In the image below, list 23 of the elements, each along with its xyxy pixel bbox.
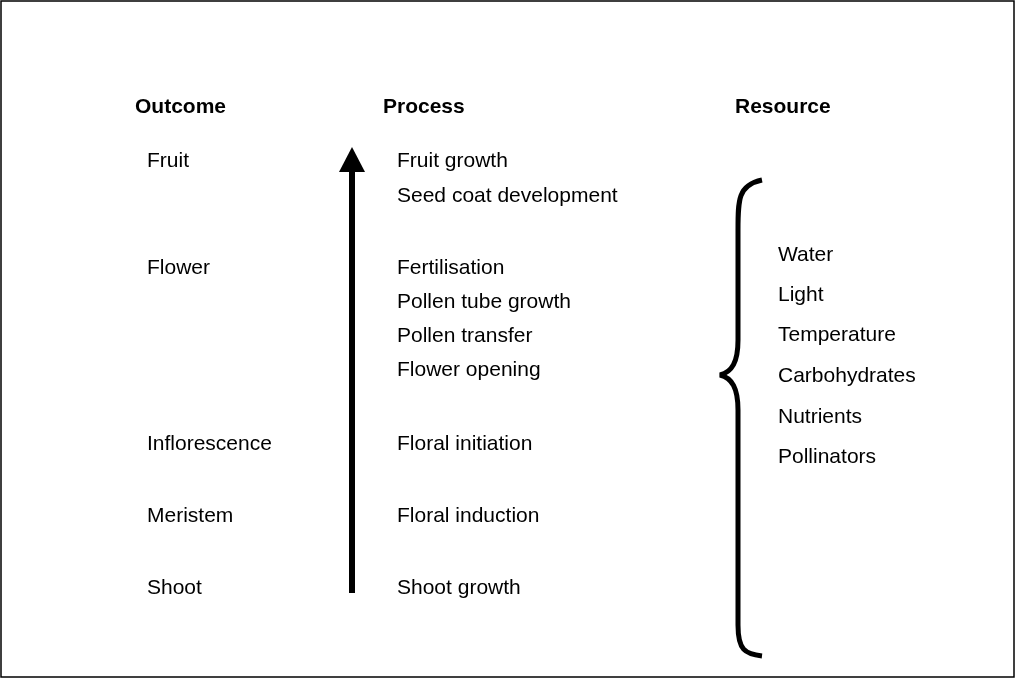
item-label: Light xyxy=(778,281,824,307)
item-label: Flower opening xyxy=(397,356,541,382)
item-label: Shoot xyxy=(147,574,202,600)
item-label: Nutrients xyxy=(778,403,863,429)
item-label: Water xyxy=(778,241,834,267)
item-label: Seed coat development xyxy=(397,182,618,208)
item-label: Fruit growth xyxy=(397,147,508,173)
item-label: Floral initiation xyxy=(397,430,533,456)
item-label: Meristem xyxy=(147,502,234,528)
column-heading: Outcome xyxy=(135,93,226,119)
item-label: Fertilisation xyxy=(397,254,505,280)
item-label: Carbohydrates xyxy=(778,362,916,388)
item-label: Pollen tube growth xyxy=(397,288,571,314)
item-label: Fruit xyxy=(147,147,189,173)
column-heading: Process xyxy=(383,93,465,119)
item-label: Temperature xyxy=(778,321,896,347)
item-label: Pollen transfer xyxy=(397,322,533,348)
item-label: Pollinators xyxy=(778,443,877,469)
item-label: Inflorescence xyxy=(147,430,272,456)
column-heading: Resource xyxy=(735,93,831,119)
item-label: Flower xyxy=(147,254,210,280)
item-label: Shoot growth xyxy=(397,574,521,600)
item-label: Floral induction xyxy=(397,502,540,528)
